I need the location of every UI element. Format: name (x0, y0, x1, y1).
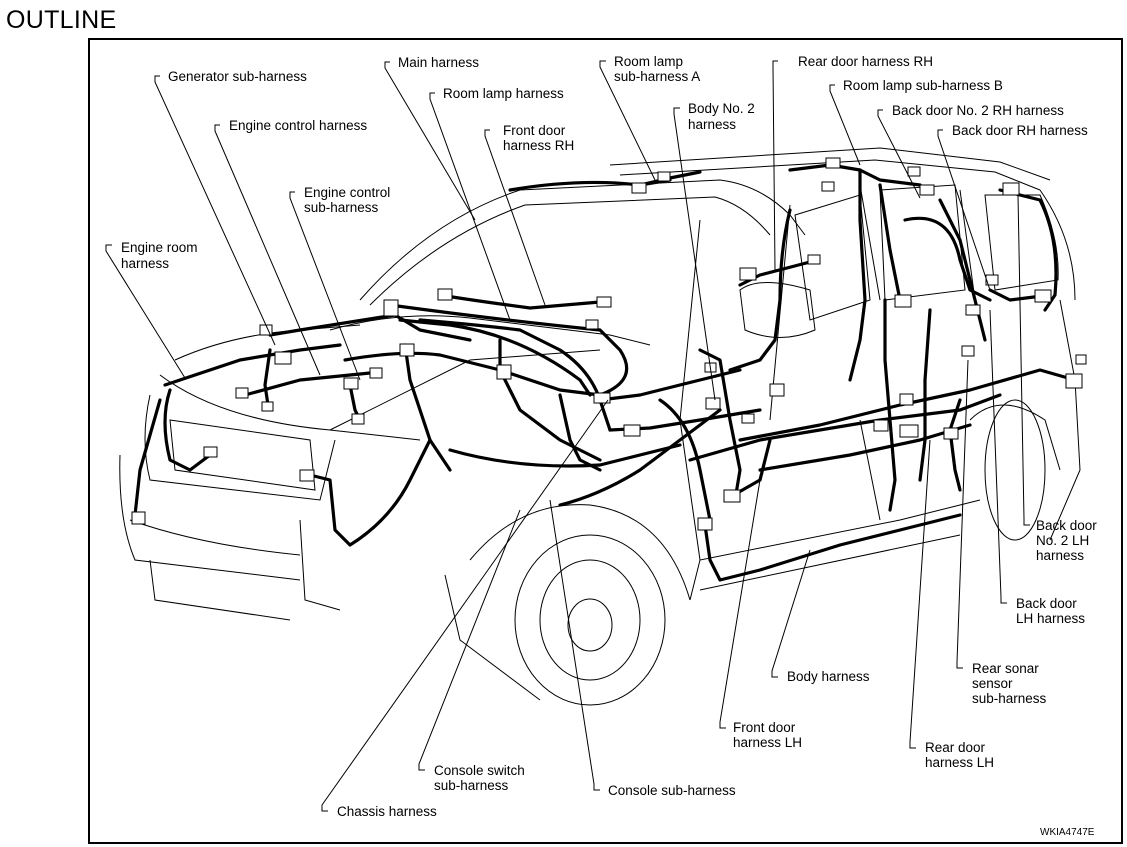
label-room-lamp-harness: Room lamp harness (443, 86, 564, 101)
label-rear-sonar-sensor-sub-harness-2: sensor (972, 676, 1013, 691)
label-body-harness: Body harness (787, 669, 870, 684)
label-console-sub-harness: Console sub-harness (608, 783, 736, 798)
label-rear-sonar-sensor-sub-harness-1: Rear sonar (972, 661, 1039, 676)
vehicle-outline (119, 147, 1081, 706)
label-room-lamp-sub-harness-b: Room lamp sub-harness B (843, 78, 1003, 93)
label-front-door-harness-lh-2: harness LH (733, 735, 802, 750)
diagram-frame (88, 38, 1123, 844)
label-engine-room-harness-2: harness (121, 256, 169, 271)
label-rear-door-harness-lh-2: harness LH (925, 755, 994, 770)
label-engine-control-sub-harness-1: Engine control (304, 185, 390, 200)
label-back-door-no2-rh-harness: Back door No. 2 RH harness (892, 103, 1064, 118)
label-generator-sub-harness: Generator sub-harness (168, 69, 307, 84)
label-front-door-harness-rh-2: harness RH (503, 138, 574, 153)
label-rear-door-harness-rh: Rear door harness RH (798, 54, 933, 69)
label-front-door-harness-rh-1: Front door (503, 123, 566, 138)
label-back-door-no2-lh-harness-1: Back door (1036, 518, 1097, 533)
label-back-door-lh-harness-1: Back door (1016, 596, 1077, 611)
figure-code: WKIA4747E (1040, 827, 1095, 838)
harness-wires (133, 163, 1077, 582)
harness-connectors (131, 157, 1087, 531)
label-chassis-harness: Chassis harness (337, 804, 437, 819)
label-back-door-no2-lh-harness-3: harness (1036, 548, 1084, 563)
label-back-door-rh-harness: Back door RH harness (952, 123, 1088, 138)
label-body-no2-harness-2: harness (688, 117, 736, 132)
label-main-harness: Main harness (398, 55, 479, 70)
label-body-no2-harness-1: Body No. 2 (688, 101, 755, 116)
label-back-door-lh-harness-2: LH harness (1016, 611, 1085, 626)
harness-labels: Generator sub-harness Main harness Engin… (121, 54, 1097, 838)
label-console-switch-sub-harness-1: Console switch (434, 763, 525, 778)
label-back-door-no2-lh-harness-2: No. 2 LH (1036, 533, 1089, 548)
label-rear-sonar-sensor-sub-harness-3: sub-harness (972, 691, 1047, 706)
label-room-lamp-sub-harness-a-1: Room lamp (614, 54, 683, 69)
label-front-door-harness-lh-1: Front door (733, 720, 796, 735)
label-engine-control-harness: Engine control harness (229, 118, 367, 133)
label-engine-room-harness-1: Engine room (121, 240, 198, 255)
label-room-lamp-sub-harness-a-2: sub-harness A (614, 69, 700, 84)
label-engine-control-sub-harness-2: sub-harness (304, 200, 379, 215)
leader-lines (105, 60, 1030, 812)
label-console-switch-sub-harness-2: sub-harness (434, 778, 509, 793)
page-title: OUTLINE (6, 6, 117, 34)
label-rear-door-harness-lh-1: Rear door (925, 740, 986, 755)
